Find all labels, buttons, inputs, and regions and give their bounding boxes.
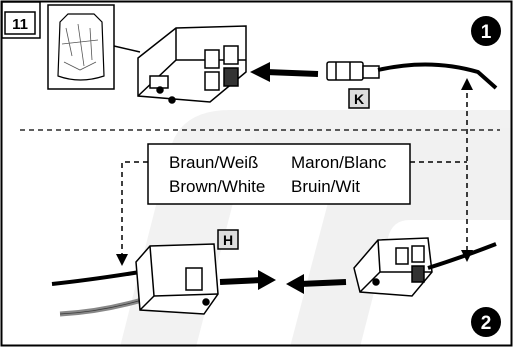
wire-left-black	[51, 270, 141, 286]
wire-color-nl: Bruin/Wit	[291, 177, 360, 196]
step-2-number: 2	[481, 313, 492, 334]
callout-leader-left	[121, 161, 148, 258]
arrow-insert-terminal-top	[265, 69, 319, 77]
arrow-head-left-step2	[286, 274, 304, 294]
connector-label-h-box: H	[217, 229, 239, 250]
wire-color-de: Braun/Weiß	[169, 153, 258, 172]
wire-color-callout: Braun/Weiß Maron/Blanc Brown/White Bruin…	[147, 143, 411, 205]
arrow-right-step2	[219, 277, 263, 285]
wire-left-gray-outline	[59, 299, 143, 315]
step-2-badge: 2	[471, 307, 501, 337]
arrow-head-left-down	[116, 254, 128, 266]
wire-right	[427, 242, 497, 270]
connector-housing-top	[137, 25, 247, 104]
parts-bag-icon	[47, 4, 141, 90]
figure-number: 11	[12, 16, 28, 33]
wire-color-fr: Maron/Blanc	[291, 153, 387, 172]
connector-housing-left	[135, 243, 219, 315]
arrow-left-step2	[299, 279, 347, 287]
connector-label-h: H	[223, 232, 233, 248]
step-1-badge: 1	[471, 16, 501, 46]
spade-terminal-top	[326, 61, 380, 81]
wire-color-en: Brown/White	[169, 177, 265, 196]
arrow-head-right-up	[461, 78, 473, 90]
connector-housing-right	[353, 237, 433, 297]
step-1-number: 1	[481, 22, 492, 43]
figure-number-box: 11	[1, 1, 41, 39]
arrow-head-right-step2	[258, 270, 276, 290]
arrow-head-insert-top	[250, 62, 270, 82]
connector-label-k-box: K	[348, 88, 370, 109]
wire-top	[377, 62, 498, 90]
connector-label-k: K	[354, 91, 364, 107]
